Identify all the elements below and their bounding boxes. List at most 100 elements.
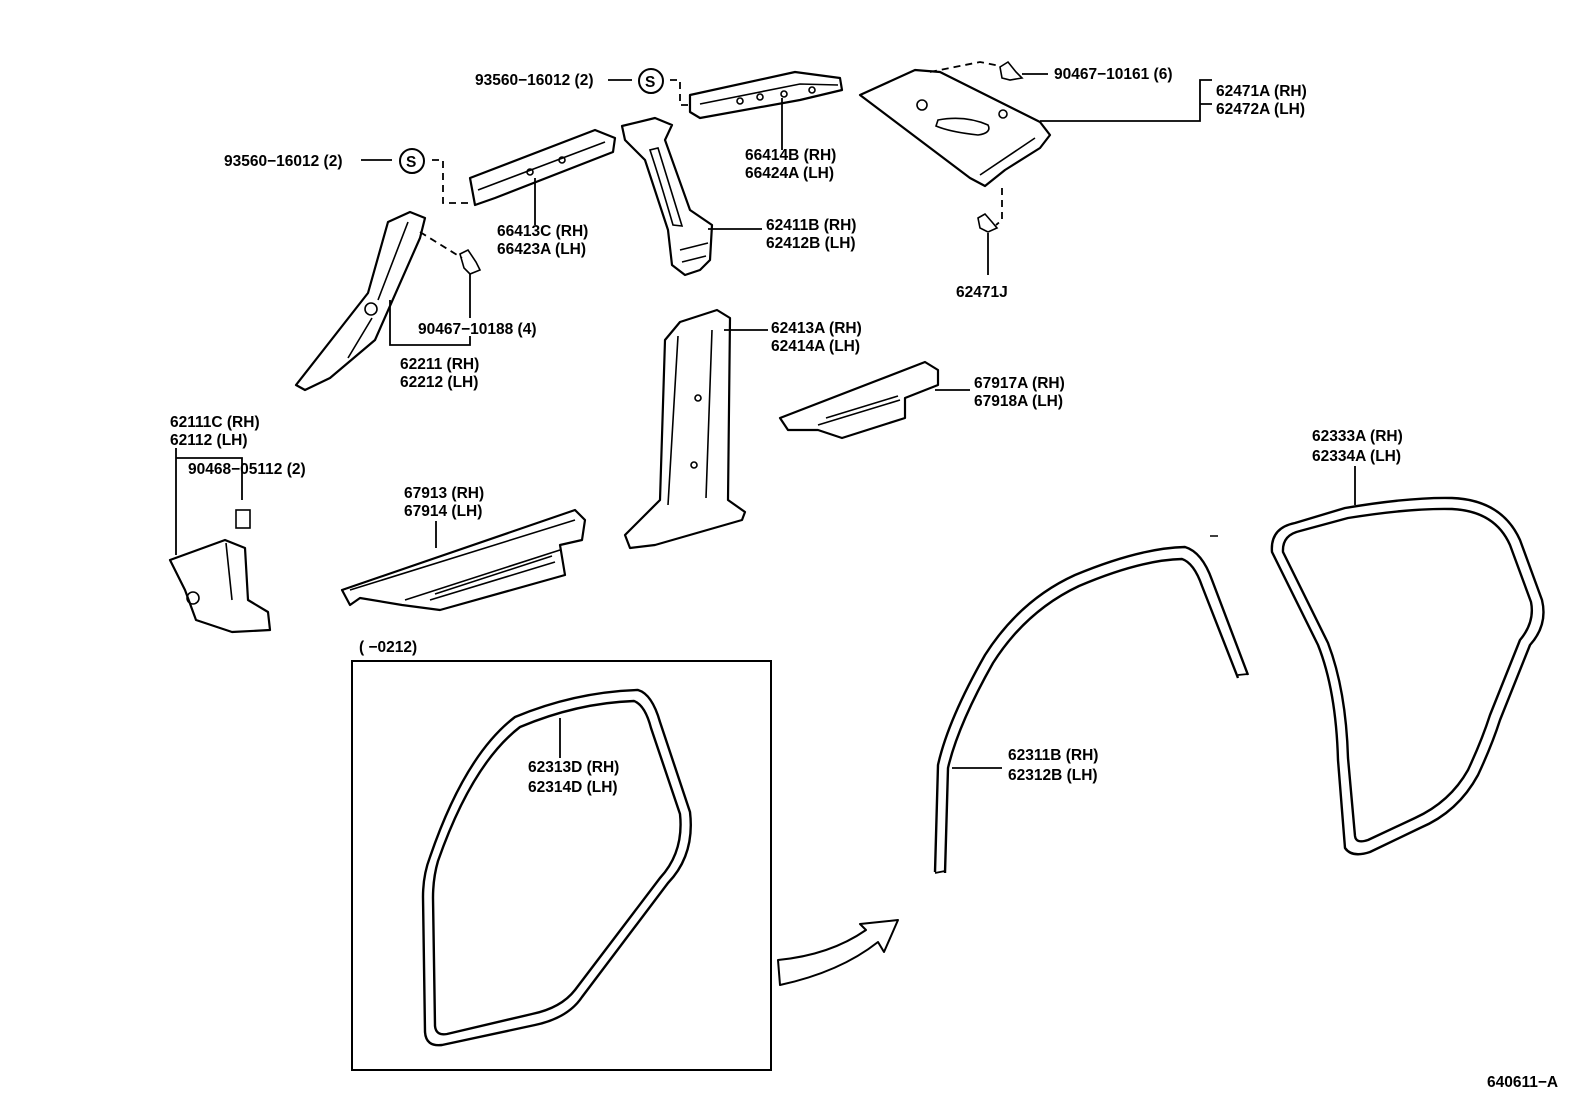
- label-66424A-lh: 66424A (LH): [745, 165, 834, 182]
- rail-66414B-hole-4: [808, 86, 816, 94]
- part-66413C-rail: 66413C (RH) 66423A (LH): [468, 128, 617, 258]
- scuff-67917A-body: [778, 360, 940, 440]
- label-66413C-rh: 66413C (RH): [497, 223, 588, 240]
- weatherstrip-62311B-outer: [933, 545, 1250, 873]
- label-66423A-lh: 66423A (LH): [497, 241, 586, 258]
- weatherstrip-62333A-inner: [1281, 507, 1534, 843]
- label-67918A-lh: 67918A (LH): [974, 393, 1063, 410]
- part-67917A-scuff-rear: 67917A (RH) 67918A (LH): [778, 360, 1065, 440]
- label-inset-range: ( −0212): [359, 639, 417, 656]
- label-62212-lh: 62212 (LH): [400, 374, 478, 391]
- label-93560-16012-upper: 93560−16012 (2): [475, 72, 594, 89]
- weatherstrip-62333A-outer: [1270, 496, 1545, 856]
- scuff-67913-body: [340, 508, 587, 612]
- rail-66414B-edge: [699, 83, 839, 105]
- pillar-62413A-edges: [667, 329, 713, 506]
- weatherstrip-62313D-inner: [431, 699, 682, 1036]
- rear-trim-62471A-hole-1: [916, 99, 928, 111]
- label-62334A-lh: 62334A (LH): [1312, 448, 1401, 465]
- part-62471A-rear-trim: 90467−10161 (6) 62471A (RH) 62472A (LH) …: [858, 60, 1307, 301]
- label-62111C-rh: 62111C (RH): [170, 414, 260, 431]
- label-62333A-rh: 62333A (RH): [1312, 428, 1403, 445]
- cowl-trim-62111C-body: [168, 538, 272, 634]
- label-62471J: 62471J: [956, 284, 1008, 301]
- rear-trim-62471A-hole-2: [998, 109, 1008, 119]
- weatherstrip-62313D-outer: [421, 688, 692, 1047]
- part-62413A-pillar-lower: 62413A (RH) 62414A (LH): [623, 308, 862, 550]
- weatherstrip-62311B-inner: [943, 557, 1240, 874]
- label-93560-16012-left: 93560−16012 (2): [224, 153, 343, 170]
- label-62112-lh: 62112 (LH): [170, 432, 248, 449]
- dash-90467-10161: [929, 61, 1001, 73]
- arrow-icon: [777, 919, 899, 986]
- pillar-62413A-hole-2: [690, 461, 698, 469]
- part-66414B-rail: 66414B (RH) 66424A (LH): [688, 70, 844, 182]
- inset-box: [351, 660, 772, 1071]
- front-pillar-62211-hole: [364, 302, 378, 316]
- s-symbol-left-text: S: [406, 154, 416, 171]
- part-62111C-cowl-trim: 62111C (RH) 62112 (LH) 90468−05112 (2): [168, 414, 306, 634]
- rear-trim-62471A-handle: [935, 117, 990, 136]
- rail-66413C-hole-2: [558, 156, 566, 164]
- label-90468-05112: 90468−05112 (2): [188, 461, 306, 478]
- clip-93560-left-group: 93560−16012 (2) S: [224, 148, 470, 204]
- part-62311B-weatherstrip: 62311B (RH) 62312B (LH): [933, 535, 1250, 874]
- label-62471A-rh: 62471A (RH): [1216, 83, 1307, 100]
- label-62411B-rh: 62411B (RH): [766, 217, 856, 234]
- rail-66414B-hole-2: [756, 93, 764, 101]
- figure-code: 640611−A: [1487, 1074, 1558, 1091]
- rear-trim-62471A-crease: [979, 137, 1036, 176]
- label-90467-10188: 90467−10188 (4): [418, 321, 537, 338]
- label-62314D-lh: 62314D (LH): [528, 779, 618, 796]
- rail-66413C-body: [468, 128, 617, 207]
- pillar-62413A-hole-1: [694, 394, 702, 402]
- s-clip-symbol-left: [399, 148, 425, 174]
- label-67914-lh: 67914 (LH): [404, 503, 482, 520]
- rail-66414B-hole-3: [780, 90, 788, 98]
- dash-90467-10188: [419, 231, 463, 259]
- scuff-67913-edges: [349, 519, 576, 601]
- pillar-62411B-slot: [648, 147, 684, 227]
- leader-62211: [389, 300, 471, 346]
- s-symbol-upper-text: S: [645, 74, 655, 91]
- clip-90468-05112-icon: [235, 509, 251, 529]
- front-pillar-62211-body: [294, 210, 427, 392]
- label-62312B-lh: 62312B (LH): [1008, 767, 1098, 784]
- leader-62111C: [175, 448, 243, 555]
- label-67913-rh: 67913 (RH): [404, 485, 484, 502]
- part-62211-front-pillar: 90467−10188 (4) 62211 (RH) 62212 (LH): [294, 210, 537, 392]
- part-62411B-pillar-upper: 62411B (RH) 62412B (LH): [620, 116, 856, 277]
- rail-66413C-edge: [477, 141, 606, 191]
- scuff-67913-grooves: [429, 555, 556, 601]
- cowl-trim-62111C-crease: [225, 542, 233, 601]
- leader-62471A: [1040, 79, 1212, 122]
- rail-66414B-hole-1: [736, 97, 744, 105]
- clip-90467-10188-icon: [459, 248, 482, 275]
- pillar-62413A-body: [623, 308, 747, 550]
- label-62472A-lh: 62472A (LH): [1216, 101, 1305, 118]
- clip-93560-upper-group: 93560−16012 (2) S: [475, 68, 695, 106]
- part-67913-scuff-front: 67913 (RH) 67914 (LH): [340, 485, 587, 612]
- label-62211-rh: 62211 (RH): [400, 356, 479, 373]
- cowl-trim-62111C-hole: [186, 591, 200, 605]
- front-pillar-62211-edges: [347, 221, 409, 359]
- label-62414A-lh: 62414A (LH): [771, 338, 860, 355]
- rail-66414B-body: [688, 70, 844, 120]
- label-90467-10161: 90467−10161 (6): [1054, 66, 1173, 83]
- inset-front-door-weatherstrip: ( −0212) 62313D (RH) 62314D (LH): [351, 639, 772, 1071]
- clip-62471J-icon: [977, 212, 999, 233]
- scuff-67917A-grooves: [817, 395, 901, 426]
- dash-62471J: [995, 188, 1003, 226]
- dash-93560-upper: [670, 79, 695, 106]
- rail-66413C-hole-1: [526, 168, 534, 176]
- part-62333A-weatherstrip: 62333A (RH) 62334A (LH): [1270, 428, 1545, 856]
- weatherstrip-62311B-bottom-end: [934, 870, 946, 874]
- s-clip-symbol-upper: [638, 68, 664, 94]
- label-62311B-rh: 62311B (RH): [1008, 747, 1098, 764]
- clip-90467-10161-icon: [999, 60, 1024, 81]
- label-62413A-rh: 62413A (RH): [771, 320, 862, 337]
- label-62313D-rh: 62313D (RH): [528, 759, 619, 776]
- pillar-62411B-body: [620, 116, 714, 277]
- label-66414B-rh: 66414B (RH): [745, 147, 836, 164]
